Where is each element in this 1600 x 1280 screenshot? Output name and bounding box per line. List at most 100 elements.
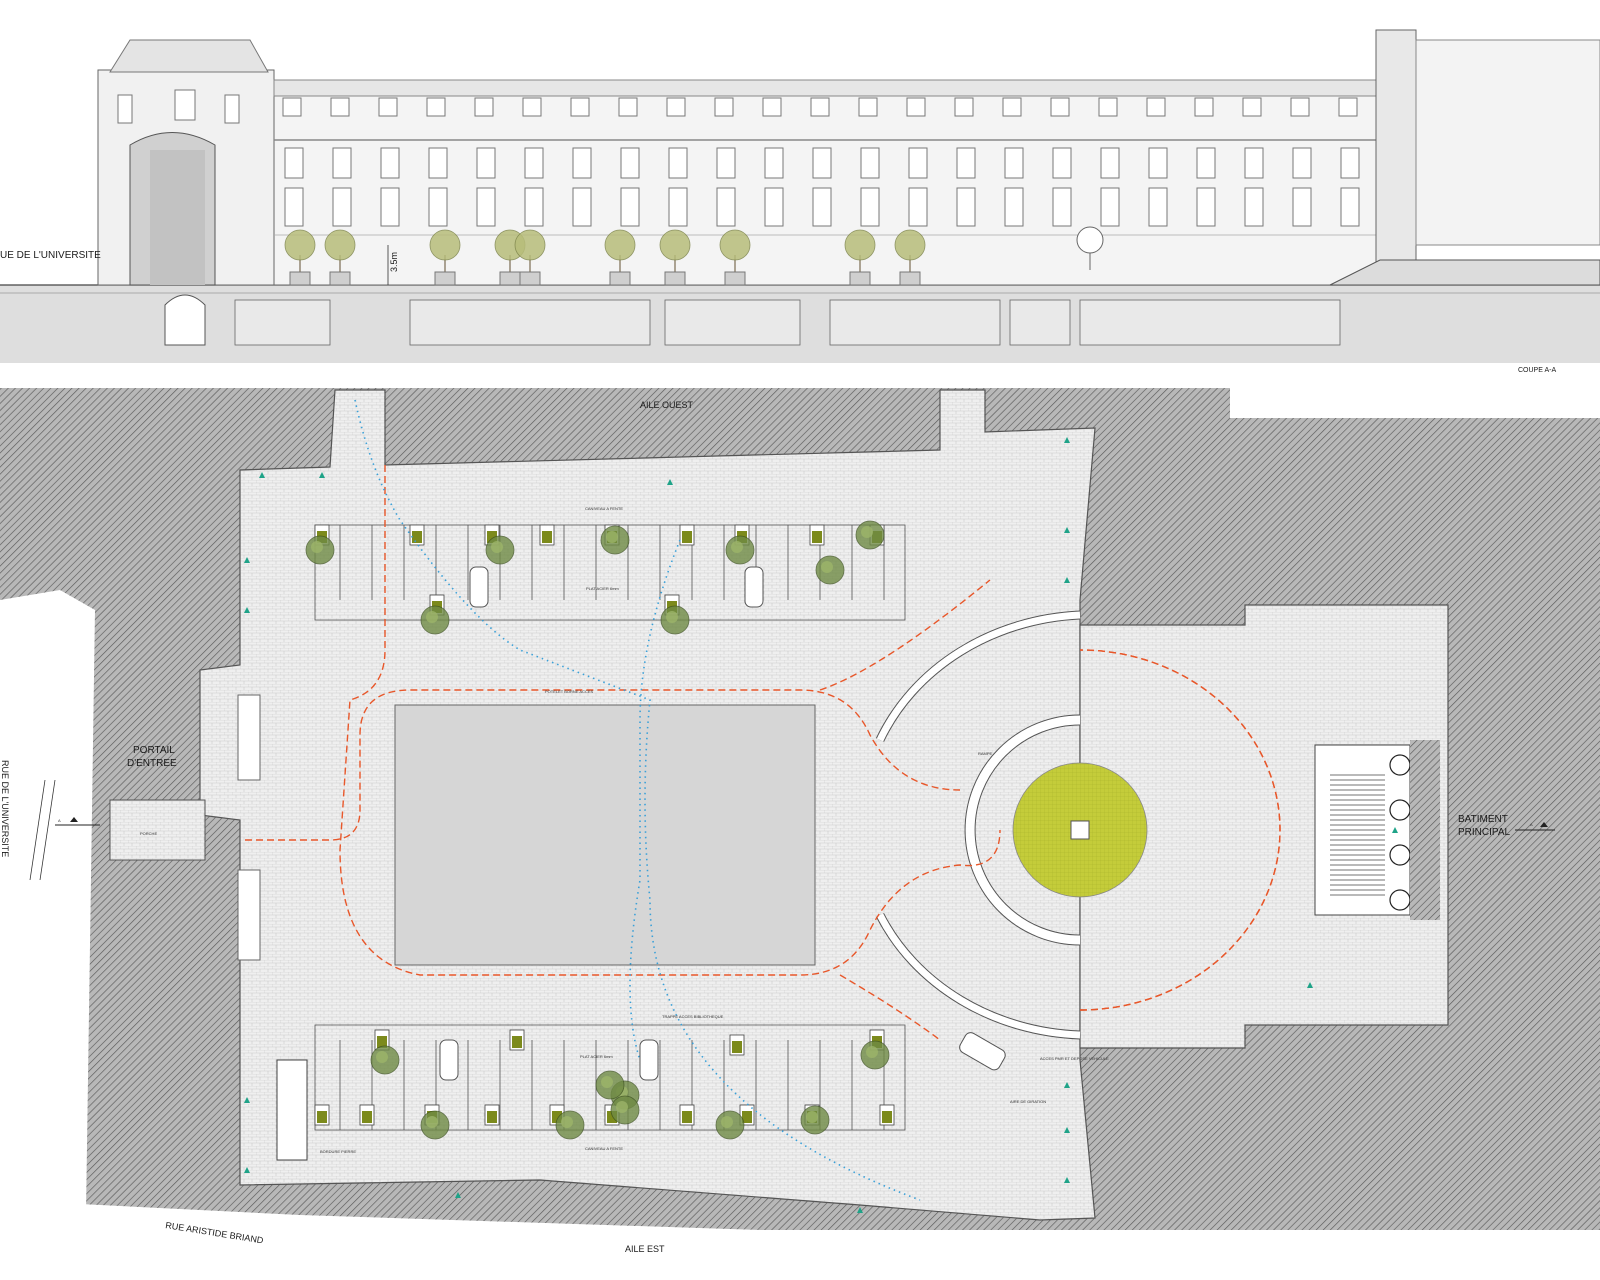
window (572, 147, 592, 179)
window (1100, 147, 1120, 179)
plan-cars (439, 566, 1006, 1081)
section-trees (284, 229, 926, 286)
parking-strip-south (314, 1024, 906, 1131)
bench-west-1 (237, 694, 261, 781)
planter-soil (377, 1036, 387, 1048)
vault (409, 299, 651, 346)
section-arrow-icon: A (55, 817, 100, 826)
planter-soil (732, 1041, 742, 1053)
right-building (1415, 39, 1600, 246)
window (476, 187, 496, 227)
window (1244, 187, 1264, 227)
window (1292, 147, 1312, 179)
exit-marker-icon (1307, 982, 1313, 988)
note: CANIVEAU A FENTE (585, 506, 623, 511)
car-icon (639, 1039, 659, 1081)
section-title: COUPE A-A (1518, 367, 1556, 374)
dormer (1002, 97, 1022, 117)
vault (1079, 299, 1341, 346)
planter-soil (552, 1111, 562, 1123)
arch-shadow (150, 150, 205, 285)
planter-soil (812, 531, 822, 543)
central-sculpture-plinth (1070, 820, 1090, 840)
column (1389, 754, 1411, 776)
car-icon (959, 1032, 1006, 1071)
window (1148, 187, 1168, 227)
dormer (954, 97, 974, 117)
note: PLAT ACIER 6mm (586, 586, 619, 591)
section-elevation: 3.5m UE DE L'UNIVERSITE COUPE A-A (0, 29, 1600, 374)
tree-icon (284, 229, 316, 261)
planter-soil (512, 1036, 522, 1048)
car-icon (439, 1039, 459, 1081)
underground-vaults (164, 294, 1341, 346)
window (332, 187, 352, 227)
dormer (810, 97, 830, 117)
sculpture (1076, 226, 1104, 254)
window (860, 187, 880, 227)
planter (289, 271, 311, 286)
planter (899, 271, 921, 286)
exit-marker-icon (1064, 577, 1070, 583)
exit-marker-icon (1064, 527, 1070, 533)
exit-marker-icon (1392, 827, 1398, 833)
planter-soil (487, 1111, 497, 1123)
site-plan: PORCHE (0, 388, 1600, 1280)
planter (519, 271, 541, 286)
dormer (570, 97, 590, 117)
window (1196, 187, 1216, 227)
exit-marker-icon (244, 1097, 250, 1103)
dormer (282, 97, 302, 117)
note: POTELET BORNE ACCES (545, 689, 593, 694)
exit-marker-icon (1064, 1082, 1070, 1088)
label-rue-universite: RUE DE L'UNIVERSITE (0, 760, 10, 857)
window (956, 147, 976, 179)
dormer (474, 97, 494, 117)
tree-icon (324, 229, 356, 261)
window (380, 187, 400, 227)
column (1389, 844, 1411, 866)
exit-marker-icon (667, 479, 673, 485)
note: TRAPPE ACCES BIBLIOTHEQUE (662, 1014, 724, 1019)
section-marker-west: A (58, 818, 61, 823)
window (1004, 147, 1024, 179)
tree-icon (659, 229, 691, 261)
planter-soil (607, 1111, 617, 1123)
label-portail-2: D'ENTREE (127, 758, 177, 769)
note: CANIVEAU A FENTE (585, 1146, 623, 1151)
stair-lines (1330, 774, 1385, 896)
window (428, 187, 448, 227)
window (1292, 187, 1312, 227)
exit-marker-icon (319, 472, 325, 478)
exit-markers (244, 437, 1398, 1213)
label-portail-1: PORTAIL (133, 745, 175, 756)
bench-west-2 (237, 869, 261, 961)
planter (499, 271, 521, 286)
note: PLAT ACIER 6mm (580, 1054, 613, 1059)
window (956, 187, 976, 227)
window (668, 187, 688, 227)
window (620, 147, 640, 179)
planter-soil (412, 531, 422, 543)
dormer (1290, 97, 1310, 117)
window (812, 187, 832, 227)
column (1389, 889, 1411, 911)
label-aile-est: AILE EST (625, 1244, 665, 1254)
vault (829, 299, 1001, 346)
tree-icon (429, 229, 461, 261)
tree-icon (604, 229, 636, 261)
dormer (618, 97, 638, 117)
dormer (1338, 97, 1358, 117)
pedestrian-paths (354, 399, 921, 1201)
stair (276, 1059, 308, 1161)
central-plaza (394, 704, 816, 966)
note: BORDURE PIERRE (320, 1149, 356, 1154)
window (860, 147, 880, 179)
dormer (378, 97, 398, 117)
tree-icon (844, 229, 876, 261)
planter-soil (542, 531, 552, 543)
vault (234, 299, 331, 346)
dormer (666, 97, 686, 117)
window (1340, 147, 1360, 179)
